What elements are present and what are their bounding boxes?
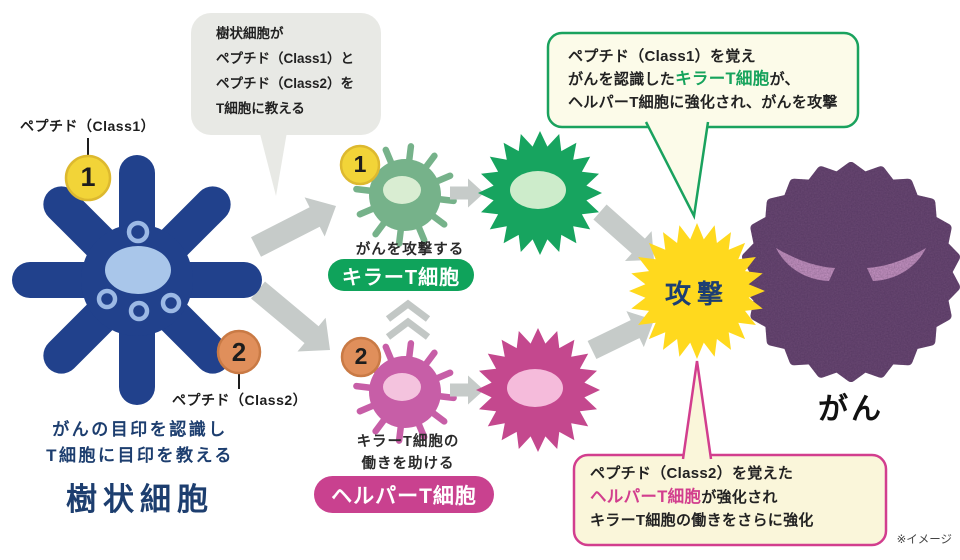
killer-peptide1-badge-circle (339, 144, 381, 186)
image-disclaimer-note: ※イメージ (896, 534, 952, 546)
dendritic-nucleus (105, 246, 171, 294)
dendritic-caption-line2: T細胞に目印を教える (46, 446, 234, 465)
gray-bubble-body (191, 13, 381, 135)
gray-bubble-tail (258, 126, 288, 196)
green-bubble-line2: がんを認識したキラーT細胞が、 (568, 68, 838, 91)
helper-t-cell-badge: ヘルパーT細胞 (314, 476, 494, 513)
green-bubble-text: ペプチド（Class1）を覚え がんを認識したキラーT細胞が、 ヘルパーT細胞に… (568, 45, 838, 114)
dendritic-caption: がんの目印を認識し T細胞に目印を教える 樹状細胞 (15, 417, 265, 519)
helper-peptide2-badge-circle (340, 336, 382, 378)
helper-desc: キラーT細胞の 働きを助ける (333, 431, 483, 475)
attack-starburst (629, 223, 765, 359)
attack-label: 攻撃 (664, 279, 729, 309)
green-bubble-line2-post: が、 (769, 71, 800, 88)
killer-peptide1-number: 1 (353, 151, 367, 177)
cancer-right-eye (867, 248, 926, 281)
arrow-dendritic-to-killer (251, 197, 336, 257)
helper-peptide2-number: 2 (354, 343, 368, 369)
peptide2-badge-circle (216, 329, 262, 375)
peptide1-badge-circle (64, 154, 112, 202)
gray-bubble-line4-rest: に教える (251, 101, 305, 116)
killer-desc: がんを攻撃する (355, 242, 465, 258)
arrow-killer-to-attack (593, 204, 654, 261)
pink-bubble-body (572, 453, 888, 547)
pink-bubble-tail (681, 360, 713, 460)
helper-desc-line2: 働きを助ける (361, 456, 455, 472)
dendritic-cell (12, 155, 262, 405)
peptide2-number: 2 (231, 337, 247, 367)
green-speech-bubble (546, 31, 860, 221)
green-bubble-line2-pre: がんを認識した (568, 71, 676, 88)
arrow-helper-to-attack (587, 311, 654, 359)
helper-desc-line1: キラーT細胞の (356, 434, 460, 450)
pink-bubble-line2: ヘルパーT細胞が強化され (590, 486, 814, 510)
gray-bubble-text: 樹状細胞が ペプチド（Class1）と ペプチド（Class2）を T細胞に教え… (216, 21, 354, 121)
helper-t-cell-small (340, 336, 457, 444)
gray-bubble-line1: 樹状細胞が (216, 26, 284, 41)
cancer-cell (742, 162, 960, 382)
boost-chevrons-icon (385, 299, 431, 340)
green-bubble-line3: ヘルパーT細胞に強化され、がんを攻撃 (568, 94, 838, 111)
pink-bubble-line2-highlight: ヘルパーT細胞 (590, 487, 702, 506)
gray-bubble-line2: ペプチド（Class1）と (216, 51, 355, 66)
pink-bubble-line3: キラーT細胞の働きをさらに強化 (590, 512, 814, 529)
arrow-dendritic-to-helper (251, 281, 330, 352)
gray-speech-bubble (191, 13, 381, 196)
pink-speech-bubble (572, 360, 888, 547)
green-bubble-tail (644, 121, 710, 221)
peptide1-number: 1 (80, 162, 96, 192)
dendritic-vesicles (96, 220, 182, 322)
gray-bubble-line4-bold: T細胞 (216, 101, 252, 116)
arrow-killer-small-to-large (450, 178, 484, 208)
pink-bubble-text: ペプチド（Class2）を覚えた ヘルパーT細胞が強化され キラーT細胞の働きを… (590, 462, 814, 533)
dendritic-title: 樹状細胞 (66, 482, 214, 517)
pink-bubble-line2-post: が強化され (701, 488, 778, 506)
peptide1-label: ペプチド（Class1） (20, 118, 156, 134)
dendritic-caption-line1: がんの目印を認識し (52, 420, 228, 439)
killer-t-cell-large (478, 131, 602, 255)
gray-bubble-line4: T細胞に教える (216, 96, 354, 121)
pink-bubble-line1: ペプチド（Class2）を覚えた (590, 465, 794, 482)
gray-bubble-line3: ペプチド（Class2）を (216, 76, 355, 91)
arrow-helper-small-to-large (450, 375, 484, 405)
peptide2-label: ペプチド（Class2） (172, 392, 308, 408)
killer-t-cell-badge: キラーT細胞 (328, 259, 474, 291)
green-bubble-line2-highlight: キラーT細胞 (675, 70, 770, 88)
killer-t-cell-small (339, 143, 457, 247)
green-bubble-line1: ペプチド（Class1）を覚え (568, 48, 756, 65)
helper-t-cell-large (476, 328, 600, 452)
cancer-left-eye (776, 248, 835, 281)
cancer-label: がん (818, 393, 884, 426)
